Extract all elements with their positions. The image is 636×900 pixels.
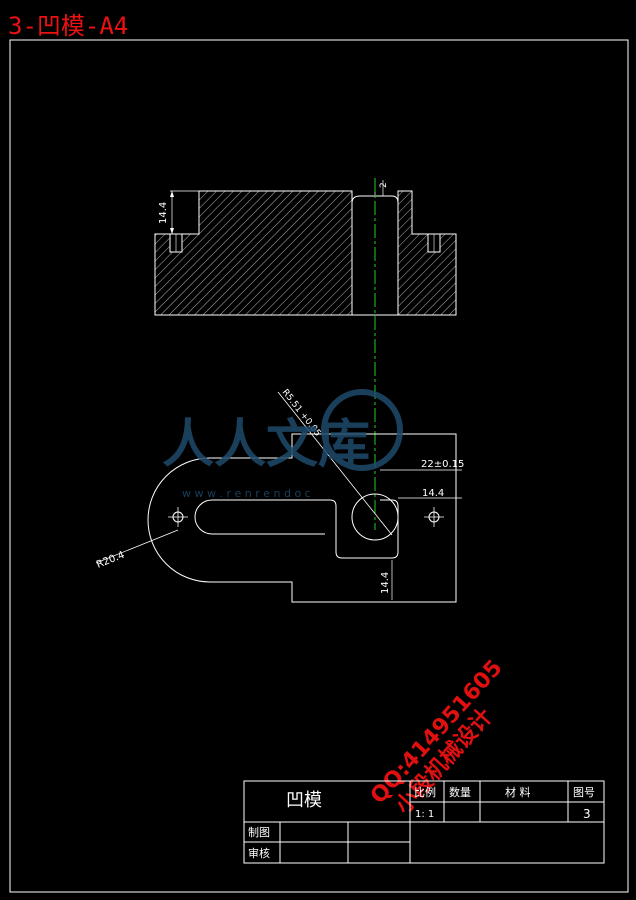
dim-width-2: 14.4 [422, 488, 444, 499]
title-block [243, 780, 605, 864]
plan-view [95, 391, 462, 603]
tb-col-drawing-no: 图号 [573, 786, 595, 799]
dim-width-1: 22±0.15 [421, 459, 464, 470]
tb-scale-value: 1: 1 [415, 809, 434, 820]
tb-col-material: 材 料 [505, 785, 531, 799]
outer-frame [9, 39, 629, 893]
watermark-url: w w w . r e n r e n d o c [182, 487, 311, 500]
dim-angle: 2 [379, 182, 389, 188]
tb-col-scale: 比例 [414, 785, 436, 799]
drawing-title: 3-凹模-A4 [8, 12, 129, 40]
tb-drawing-no-value: 3 [583, 807, 591, 821]
tb-part-name: 凹模 [286, 790, 322, 811]
section-view [154, 180, 457, 316]
watermark-brand: 人人文库 w w w . r e n r e n d o c [162, 389, 403, 500]
dim-top-height: 14.4 [158, 202, 169, 224]
watermark-brand-text: 人人文库 [162, 415, 370, 475]
dim-height-bottom: 14.4 [380, 572, 391, 594]
dim-radius: R20.4 [95, 550, 126, 571]
tb-row-check: 审核 [248, 846, 270, 860]
tb-row-draw: 制图 [248, 826, 270, 839]
tb-col-qty: 数量 [449, 786, 471, 799]
